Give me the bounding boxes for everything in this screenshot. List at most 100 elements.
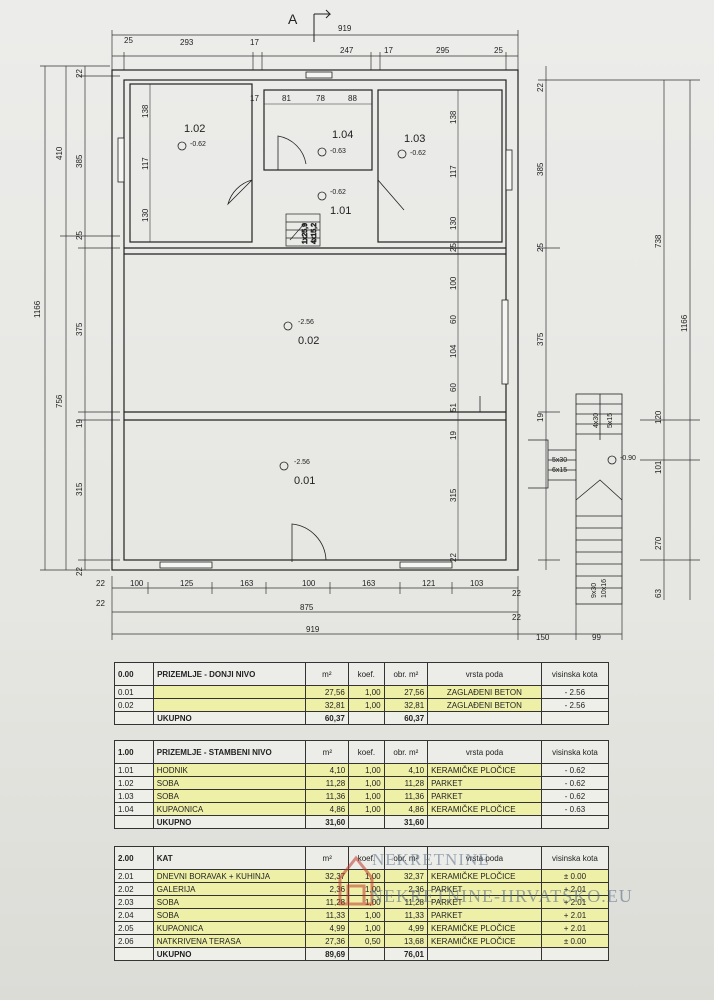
row-koef: 1,00 [348,802,385,816]
area-table-upper-floor: 2.00 KAT m² koef. obr. m² vrsta poda vis… [114,846,610,961]
row-koef: 1,00 [348,921,385,935]
col-kota: visinska kota [540,846,610,870]
stair-note-1: 1x25,9 [302,223,309,244]
row-obr: 11,28 [383,895,429,909]
dim-r-51: 51 [449,403,458,412]
section-label: A [288,11,298,27]
row-id: 0.01 [113,685,155,699]
top-dimensions [111,30,519,70]
table-code: 2.00 [114,846,154,870]
dim-b-103: 103 [470,579,484,588]
dim-left-22-bottom: 22 [75,567,84,576]
table-header: 2.00 KAT m² koef. obr. m² vrsta poda vis… [114,846,610,870]
room-id-1-04: 1.04 [332,129,353,141]
corridor-stair: 1x25,9 4x15,2 [285,213,321,247]
row-name: SOBA [152,895,307,909]
dim-b-163a: 163 [240,579,254,588]
dim-top-7: 25 [494,46,503,55]
dim-right-375: 375 [536,332,545,346]
dim-r-130: 130 [449,216,458,230]
row-id: 0.02 [113,698,155,712]
row-kota: - 0.62 [540,776,610,790]
stair-label-3: 5x30 [552,457,567,464]
room-0-01: 0.01 -2.56 [279,459,315,487]
row-kota: - 2.56 [540,685,610,699]
table-title: PRIZEMLJE - STAMBENI NIVO [152,740,307,764]
right-dimension-labels: 22 385 25 375 19 738 1166 120 101 270 63 [536,83,689,598]
dim-right-63: 63 [654,589,663,598]
row-koef: 1,00 [348,776,385,790]
dim-room-117: 117 [141,157,150,170]
col-floor: vrsta poda [427,662,542,686]
external-staircase [528,393,623,605]
row-m2: 4,86 [305,802,350,816]
row-kota: - 0.62 [540,763,610,777]
dim-inner-88: 88 [348,94,357,103]
row-koef: 1,00 [347,685,385,699]
dim-r-315: 315 [449,488,458,502]
col-obr: obr. m² [383,662,429,686]
dim-right-101: 101 [654,460,663,474]
col-obr: obr. m² [383,740,429,764]
row-m2: 32,37 [305,869,350,883]
room-level-0-01: -2.56 [294,459,310,466]
row-floor: KERAMIČKE PLOČICE [427,934,542,948]
row-m2: 27,36 [305,934,350,948]
dim-left-22-top: 22 [75,69,84,78]
stair-label-4: 6x15 [552,467,567,474]
stair-label-5: 9x30 [591,583,598,598]
dim-b-22b: 22 [512,589,521,598]
row-kota: + 2.01 [540,908,610,922]
dim-inner-81: 81 [282,94,291,103]
row-floor: PARKET [427,882,542,896]
table-row: 2.02 GALERIJA 2,36 1,00 2,36 PARKET + 2.… [114,882,610,896]
row-id: 1.01 [114,763,154,777]
row-m2: 4,99 [305,921,350,935]
row-id: 2.03 [114,895,154,909]
table-row: 2.06 NATKRIVENA TERASA 27,36 0,50 13,68 … [114,934,610,948]
room-level-1-03: -0.62 [410,150,426,157]
bottom-dimension-labels: 22 100 125 163 100 163 121 103 22 22 875… [96,579,601,642]
total-label: UKUPNO [152,947,307,961]
col-floor: vrsta poda [427,740,542,764]
row-koef: 1,00 [347,698,385,712]
dim-right-385: 385 [536,162,545,176]
room-id-0-01: 0.01 [294,475,315,487]
row-kota: - 0.62 [540,789,610,803]
table-total-row: UKUPNO 60,37 60,37 [113,711,610,725]
row-floor: KERAMIČKE PLOČICE [427,802,542,816]
dim-top-5: 17 [384,46,393,55]
row-floor: PARKET [427,908,542,922]
room-1-02: 1.02 -0.62 [177,123,206,151]
row-floor: PARKET [427,789,542,803]
dim-b-121: 121 [422,579,436,588]
row-floor: KERAMIČKE PLOČICE [427,869,542,883]
row-koef: 1,00 [348,869,385,883]
right-dimensions [538,66,700,600]
table-row: 0.02 32,81 1,00 32,81 ZAGLAĐENI BETON - … [113,698,610,712]
stair-note-2: 4x15,2 [311,223,318,244]
table-row: 1.04 KUPAONICA 4,86 1,00 4,86 KERAMIČKE … [114,802,610,816]
row-floor: ZAGLAĐENI BETON [427,698,542,712]
stair-label-1: 4x30 [593,413,600,428]
col-m2: m² [304,662,349,686]
dim-right-19: 19 [536,413,545,422]
row-m2: 11,28 [305,895,350,909]
dim-left-1166: 1166 [33,300,42,318]
dim-b-919: 919 [306,625,320,634]
row-kota: ± 0.00 [540,934,610,948]
dim-right-22-top: 22 [536,83,545,92]
dim-right-25: 25 [536,243,545,252]
row-id: 1.02 [114,776,154,790]
terrace-level: -0.90 [620,455,636,462]
col-floor: vrsta poda [427,846,542,870]
table-row: 1.02 SOBA 11,28 1,00 11,28 PARKET - 0.62 [114,776,610,790]
total-m2: 89,69 [305,947,350,961]
room-dims-right: 138 117 130 25 100 60 104 60 51 19 315 2… [449,90,459,562]
table-header: 0.00 PRIZEMLJE - DONJI NIVO m² koef. obr… [113,662,610,686]
row-kota: - 0.63 [540,802,610,816]
row-kota: + 2.01 [540,921,610,935]
dim-b-150: 150 [536,633,550,642]
dim-r-117: 117 [449,165,458,178]
table-total-row: UKUPNO 89,69 76,01 [114,947,610,961]
